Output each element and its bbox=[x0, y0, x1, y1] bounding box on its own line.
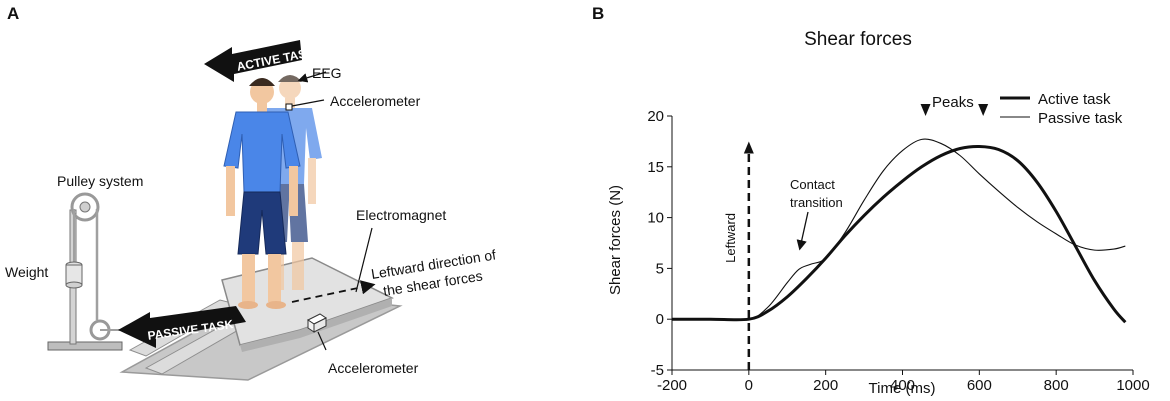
contact-annotation-line2: transition bbox=[790, 195, 843, 210]
x-tick-label: 1000 bbox=[1116, 377, 1149, 394]
legend-label-passive: Passive task bbox=[1038, 110, 1123, 127]
y-tick-label: 15 bbox=[647, 159, 664, 176]
chart-legend: Active task Passive task bbox=[1000, 91, 1123, 127]
panel-a-illustration: ACTIVE TASK PASSIVE TASK EEG Acceleromet… bbox=[5, 40, 497, 381]
active-task-arrow bbox=[204, 40, 302, 82]
head-accelerometer-pointer bbox=[291, 99, 325, 107]
peak-marker bbox=[920, 104, 931, 116]
head-accelerometer-icon bbox=[285, 103, 293, 111]
chart-title: Shear forces bbox=[804, 29, 912, 50]
x-tick-label: 200 bbox=[813, 377, 838, 394]
leftward-annotation: Leftward bbox=[723, 213, 738, 263]
x-tick-label: 600 bbox=[967, 377, 992, 394]
contact-annotation-arrow bbox=[796, 211, 809, 251]
eeg-label: EEG bbox=[312, 65, 342, 81]
peaks-annotation: Peaks bbox=[932, 94, 974, 111]
y-tick-label: 0 bbox=[656, 311, 664, 328]
platform-accelerometer-label: Accelerometer bbox=[328, 360, 419, 376]
stimulus-arrowhead bbox=[743, 141, 754, 154]
y-axis-label: Shear forces (N) bbox=[607, 185, 624, 295]
panel-b-letter: B bbox=[592, 4, 605, 23]
leftward-direction-dashed-arrow bbox=[291, 280, 376, 303]
platform-accelerometer-pointer bbox=[317, 331, 327, 351]
x-tick-label: 800 bbox=[1044, 377, 1069, 394]
eeg-pointer bbox=[297, 71, 327, 83]
passive-task-line bbox=[671, 138, 1126, 321]
panel-a-letter: A bbox=[7, 4, 20, 23]
weight-icon bbox=[65, 261, 83, 289]
pulley-system-icon bbox=[47, 192, 132, 351]
y-tick-label: 20 bbox=[647, 108, 664, 125]
person-active-figure bbox=[223, 78, 301, 309]
y-tick-label: 10 bbox=[647, 210, 664, 227]
peak-marker bbox=[978, 104, 989, 116]
electromagnet-label: Electromagnet bbox=[356, 207, 446, 223]
weight-label: Weight bbox=[5, 264, 48, 280]
shear-forces-chart: Shear forces -200 0 200 400 600 800 1000 -5 0 5 1… bbox=[607, 29, 1150, 397]
x-tick-label: 400 bbox=[890, 377, 915, 394]
electromagnet-pointer bbox=[355, 227, 373, 293]
x-tick-label: -200 bbox=[657, 377, 687, 394]
platform-accelerometer-icon bbox=[307, 313, 327, 333]
head-accelerometer-label: Accelerometer bbox=[330, 93, 421, 109]
legend-label-active: Active task bbox=[1038, 91, 1111, 108]
pulley-system-label: Pulley system bbox=[57, 173, 143, 189]
active-task-line bbox=[671, 144, 1127, 324]
x-axis-label: Time (ms) bbox=[869, 380, 936, 397]
passive-task-arrow bbox=[118, 306, 246, 348]
contact-annotation-line1: Contact bbox=[790, 177, 835, 192]
y-tick-label: 5 bbox=[656, 260, 664, 277]
x-tick-label: 0 bbox=[745, 377, 753, 394]
y-tick-label: -5 bbox=[651, 362, 664, 379]
